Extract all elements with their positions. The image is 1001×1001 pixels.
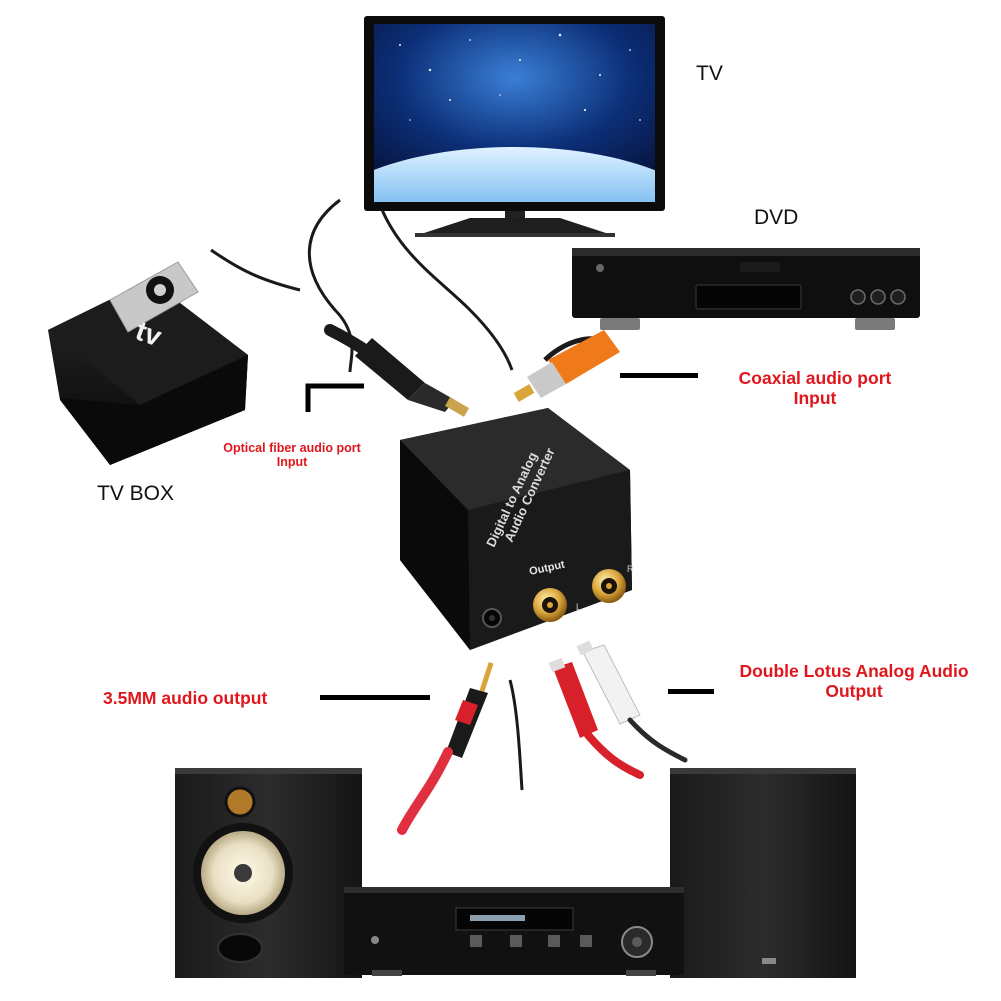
dvd-player xyxy=(572,248,920,330)
converter-l-label: L xyxy=(576,602,581,612)
rca-pointer xyxy=(668,689,714,694)
optical-port-label-line2: Input xyxy=(276,455,308,470)
rca-cables xyxy=(548,640,688,779)
audio-converter: Digital to Analog Audio Converter Output… xyxy=(400,408,634,650)
tv-label: TV xyxy=(696,62,723,85)
rca-jack-left xyxy=(533,588,567,622)
optical-pointer xyxy=(305,383,364,412)
rca-output-label: Double Lotus Analog Audio Output xyxy=(714,661,994,701)
coaxial-port-label-line1: Coaxial audio port xyxy=(738,368,892,388)
rca-output-label-line1: Double Lotus Analog Audio xyxy=(739,661,969,681)
headphone-pointer xyxy=(320,695,430,700)
left-speaker xyxy=(175,768,362,978)
converter-r-label: R xyxy=(627,564,634,574)
tv-box-label: TV BOX xyxy=(97,482,175,505)
rca-jack-right xyxy=(592,569,626,603)
tv-device xyxy=(307,16,665,373)
optical-port-label: Optical fiber audio port Input xyxy=(198,441,386,470)
optical-cable xyxy=(324,324,470,417)
rca-output-label-line2: Output xyxy=(825,681,883,702)
headphone-jack xyxy=(482,608,502,628)
coaxial-port-label: Coaxial audio port Input xyxy=(715,368,915,408)
dvd-label: DVD xyxy=(754,206,799,229)
tv-box xyxy=(48,248,301,465)
headphone-output-label-line1: 3.5MM audio output xyxy=(103,688,268,708)
coaxial-port-label-line2: Input xyxy=(793,388,837,409)
coaxial-cable xyxy=(513,330,620,402)
coaxial-pointer xyxy=(620,373,698,378)
optical-port-label-line1: Optical fiber audio port xyxy=(223,441,361,455)
amplifier xyxy=(344,887,684,976)
headphone-output-label: 3.5MM audio output xyxy=(103,688,267,708)
headphone-cable xyxy=(397,662,524,835)
right-speaker xyxy=(670,768,856,978)
